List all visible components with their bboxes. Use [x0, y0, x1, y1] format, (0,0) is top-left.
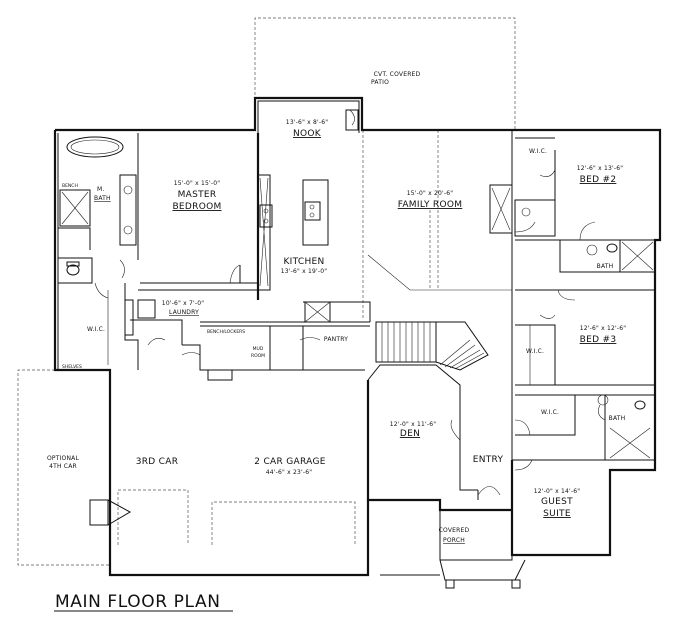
patio-label-1: CVT. COVERED	[374, 71, 421, 78]
laundry-dims: 10'-6" x 7'-0"	[162, 300, 204, 307]
bath-guest-label: BATH	[609, 415, 626, 422]
master-dims: 15'-0" x 15'-0"	[174, 180, 220, 187]
wic-bed2-label: W.I.C.	[529, 148, 547, 155]
guest-label-1: GUEST	[541, 497, 573, 507]
nook-label: NOOK	[293, 129, 322, 139]
nook-dims: 13'-6" x 8'-6"	[286, 119, 328, 126]
garage-dims: 44'-6" x 23'-6"	[266, 469, 312, 476]
bed3-dims: 12'-6" x 12'-6"	[580, 325, 626, 332]
interior-walls	[57, 130, 656, 589]
kitchen-dims: 13'-6" x 19'-0"	[281, 268, 327, 275]
garage4-label-1: OPTIONAL	[47, 455, 79, 462]
wic-guest-label: W.I.C.	[541, 409, 559, 416]
kitchen-label: KITCHEN	[283, 257, 324, 267]
car3-label: 3RD CAR	[136, 457, 179, 467]
porch-label-1: COVERED	[439, 527, 470, 534]
garage4-label-2: 4TH CAR	[49, 463, 77, 470]
dashed-outlines	[17, 17, 516, 566]
family-dims: 15'-0" x 20'-6"	[407, 190, 453, 197]
shelves-label: SHELVES	[62, 364, 82, 370]
mud-label-2: ROOM	[251, 353, 265, 359]
guest-label-2: SUITE	[543, 509, 571, 519]
bed2-label: BED #2	[580, 175, 617, 185]
entry-label: ENTRY	[473, 455, 504, 465]
den-dims: 12'-0" x 11'-6"	[390, 421, 436, 428]
garage-label: 2 CAR GARAGE	[254, 457, 325, 467]
wic-bed3-label: W.I.C.	[526, 348, 544, 355]
master-label-2: BEDROOM	[172, 202, 221, 212]
bench-lockers-label: BENCH/LOCKERS	[207, 329, 245, 335]
patio-label-2: PATIO	[371, 79, 389, 86]
laundry-label: LAUNDRY	[169, 309, 199, 316]
fixtures	[59, 109, 654, 526]
guest-dims: 12'-0" x 14'-6"	[534, 488, 580, 495]
bench-label: BENCH	[62, 183, 78, 189]
mbath-label-1: M.	[97, 186, 104, 193]
pantry-label: PANTRY	[324, 336, 348, 343]
family-label: FAMILY ROOM	[398, 200, 463, 210]
den-label: DEN	[400, 429, 420, 439]
porch-label-2: PORCH	[443, 537, 465, 544]
plan-title: MAIN FLOOR PLAN	[55, 592, 221, 612]
bed2-dims: 12'-6" x 13'-6"	[577, 165, 623, 172]
wic-master-label: W.I.C.	[87, 326, 105, 333]
mud-label-1: MUD	[253, 346, 264, 352]
door-swings	[94, 109, 606, 496]
bath-bed-label: BATH	[597, 263, 614, 270]
mbath-label-2: BATH	[94, 195, 111, 202]
master-label-1: MASTER	[178, 190, 217, 200]
room-labels: CVT. COVERED PATIO 13'-6" x 8'-6" NOOK 1…	[47, 71, 626, 544]
bed3-label: BED #3	[580, 335, 617, 345]
